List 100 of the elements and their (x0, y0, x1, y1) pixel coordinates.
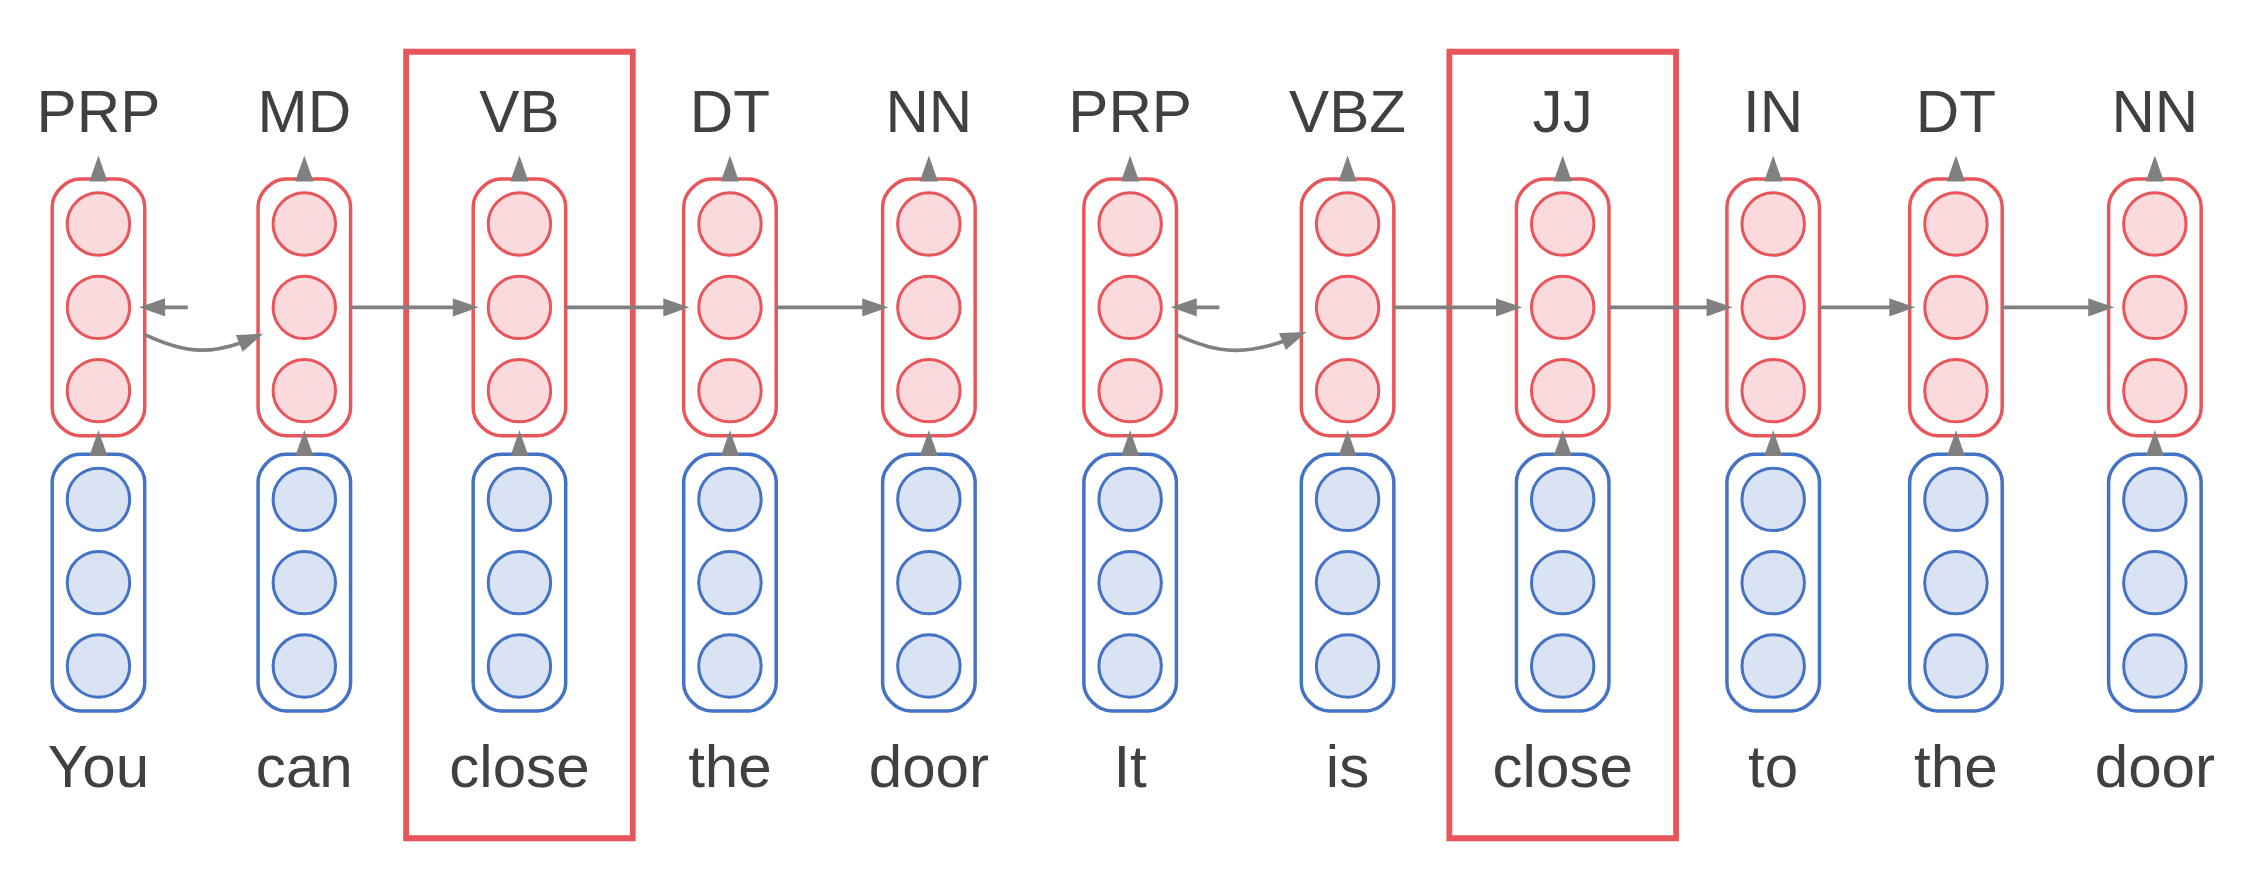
arrow (2002, 298, 2115, 317)
node-label: the (1914, 732, 1998, 800)
cluster (1725, 452, 1822, 713)
node-circle (65, 549, 132, 616)
node-circle (1529, 191, 1596, 257)
node-circle (2122, 549, 2188, 616)
cluster (471, 177, 568, 438)
node-circle (1097, 357, 1163, 424)
node-circle (1097, 466, 1163, 533)
arrow (143, 332, 264, 352)
node-circle (2122, 466, 2188, 533)
node-circle (896, 357, 962, 424)
cluster (1082, 452, 1179, 713)
node-circle (1923, 357, 1989, 424)
node-circle (1923, 466, 1989, 533)
node-circle (896, 633, 962, 699)
cluster (471, 452, 568, 713)
cluster (50, 452, 147, 713)
node-label: the (688, 732, 772, 800)
cluster (2106, 452, 2203, 713)
node-text: MD (257, 78, 352, 146)
node-circle (1529, 357, 1596, 424)
node-text: VBZ (1289, 78, 1407, 146)
cluster (50, 177, 147, 438)
node-circle (486, 633, 553, 699)
node-circle (697, 357, 763, 424)
node-circle (1740, 633, 1806, 699)
node-circle (65, 466, 132, 533)
cluster (1299, 177, 1396, 438)
node-circle (2122, 191, 2188, 257)
cluster (1907, 177, 2004, 438)
node-circle (1923, 274, 1989, 341)
cluster (681, 452, 778, 713)
cluster (1907, 452, 2004, 713)
node-circle (486, 357, 553, 424)
node-circle (1923, 633, 1989, 699)
node-label: close (1492, 732, 1633, 800)
node-circle (896, 466, 962, 533)
node-circle (1097, 549, 1163, 616)
node-text: JJ (1532, 78, 1593, 146)
node-circle (896, 274, 962, 341)
arrow (139, 298, 188, 317)
node-circle (271, 191, 338, 257)
node-label: is (1325, 732, 1370, 800)
node-circle (486, 549, 553, 616)
node-circle (1740, 357, 1806, 424)
node-text: PRP (36, 78, 161, 146)
node-circle (1529, 549, 1596, 616)
cluster (681, 177, 778, 438)
node-circle (1314, 274, 1381, 341)
node-circle (1314, 466, 1381, 533)
node-label: to (1748, 732, 1799, 800)
node-circle (1740, 549, 1806, 616)
cluster (1514, 177, 1611, 438)
node-circle (896, 549, 962, 616)
arrow (1170, 298, 1220, 317)
node-circle (697, 274, 763, 341)
node-circle (1740, 274, 1806, 341)
cluster (2106, 177, 2203, 438)
node-circle (486, 191, 553, 257)
node-circle (486, 466, 553, 533)
node-circle (1923, 191, 1989, 257)
node-text: IN (1743, 78, 1804, 146)
node-circle (1529, 274, 1596, 341)
node-circle (271, 633, 338, 699)
node-label: close (449, 732, 590, 800)
node-label: door (2094, 732, 2216, 800)
node-circle (697, 549, 763, 616)
node-circle (1097, 274, 1163, 341)
node-circle (271, 549, 338, 616)
arrow (1608, 298, 1733, 317)
node-circle (1097, 633, 1163, 699)
node-circle (2122, 357, 2188, 424)
node-circle (65, 191, 132, 257)
node-text: DT (689, 78, 771, 146)
cluster (256, 452, 353, 713)
cluster (1446, 48, 1679, 842)
node-circle (271, 466, 338, 533)
cluster (1514, 452, 1611, 713)
node-text: PRP (1068, 78, 1192, 146)
node-text: VB (479, 78, 560, 146)
node-text: NN (2111, 78, 2199, 146)
arrow (350, 298, 479, 317)
arrow (565, 298, 690, 317)
arrow (776, 298, 889, 317)
node-label: You (47, 732, 150, 800)
node-circle (486, 274, 553, 341)
node-circle (697, 633, 763, 699)
arrow (1819, 298, 1916, 317)
node-circle (697, 466, 763, 533)
node-circle (1097, 191, 1163, 257)
node-circle (1314, 191, 1381, 257)
node-circle (697, 191, 763, 257)
arrow (1393, 298, 1523, 317)
node-circle (1314, 357, 1381, 424)
cluster (1725, 177, 1822, 438)
node-circle (2122, 633, 2188, 699)
node-circle (896, 191, 962, 257)
node-circle (1314, 549, 1381, 616)
node-label: It (1113, 732, 1147, 800)
